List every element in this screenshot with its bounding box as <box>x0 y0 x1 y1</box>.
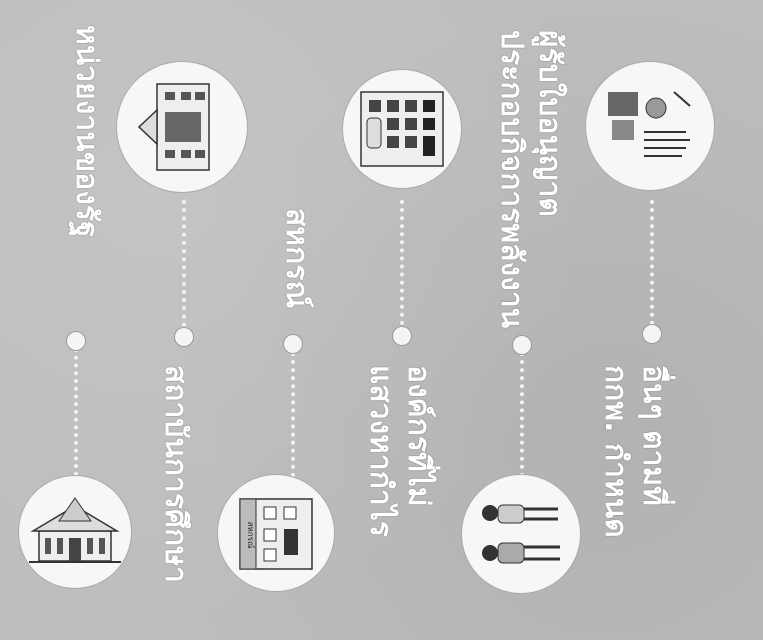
timeline-dot-5 <box>513 336 531 354</box>
label-educational-institution: สถาบันการศึกษา <box>156 365 194 583</box>
label-line-1: ผู้รับใบอนุญาต <box>530 30 568 328</box>
timeline-dot-1 <box>67 332 85 350</box>
office-block-icon <box>343 70 461 188</box>
documents-icon <box>586 62 714 190</box>
label-line: หน่วยงานของรัฐ <box>67 25 105 238</box>
label-energy-licensee: ผู้รับใบอนุญาต ประกอบกิจการพลังงาน <box>492 30 568 328</box>
connector-line-4 <box>400 200 404 325</box>
label-line-2: ประกอบกิจการพลังงาน <box>492 30 530 328</box>
connector-line-5 <box>520 352 524 477</box>
label-government-agency: หน่วยงานของรัฐ <box>67 25 105 238</box>
shop-sign: สหกรณ์ <box>246 522 256 549</box>
shop-building-icon: สหกรณ์ <box>218 475 334 591</box>
label-line-2: กกพ. กำหนด <box>596 365 634 538</box>
school-building-icon <box>117 62 247 192</box>
label-line-1: อื่นๆ ตามที่ <box>634 365 672 538</box>
label-line: สถาบันการศึกษา <box>156 365 194 583</box>
connector-line-2 <box>182 200 186 335</box>
timeline-dot-6 <box>643 325 661 343</box>
label-line-2: แสวงหากำไร <box>361 365 399 537</box>
connector-line-3 <box>291 352 295 477</box>
label-cooperative: สหกรณ์ <box>277 208 315 308</box>
timeline-dot-3 <box>284 335 302 353</box>
people-icon <box>462 475 580 593</box>
label-others-as-specified: อื่นๆ ตามที่ กกพ. กำหนด <box>596 365 672 538</box>
connector-line-6 <box>650 200 654 325</box>
label-line: สหกรณ์ <box>277 208 315 308</box>
connector-line-1 <box>74 348 78 476</box>
timeline-dot-2 <box>175 328 193 346</box>
timeline-dot-4 <box>393 327 411 345</box>
label-nonprofit-organization: องค์กรที่ไม่ แสวงหากำไร <box>361 365 437 537</box>
government-building-icon <box>19 476 131 588</box>
label-line-1: องค์กรที่ไม่ <box>399 365 437 537</box>
